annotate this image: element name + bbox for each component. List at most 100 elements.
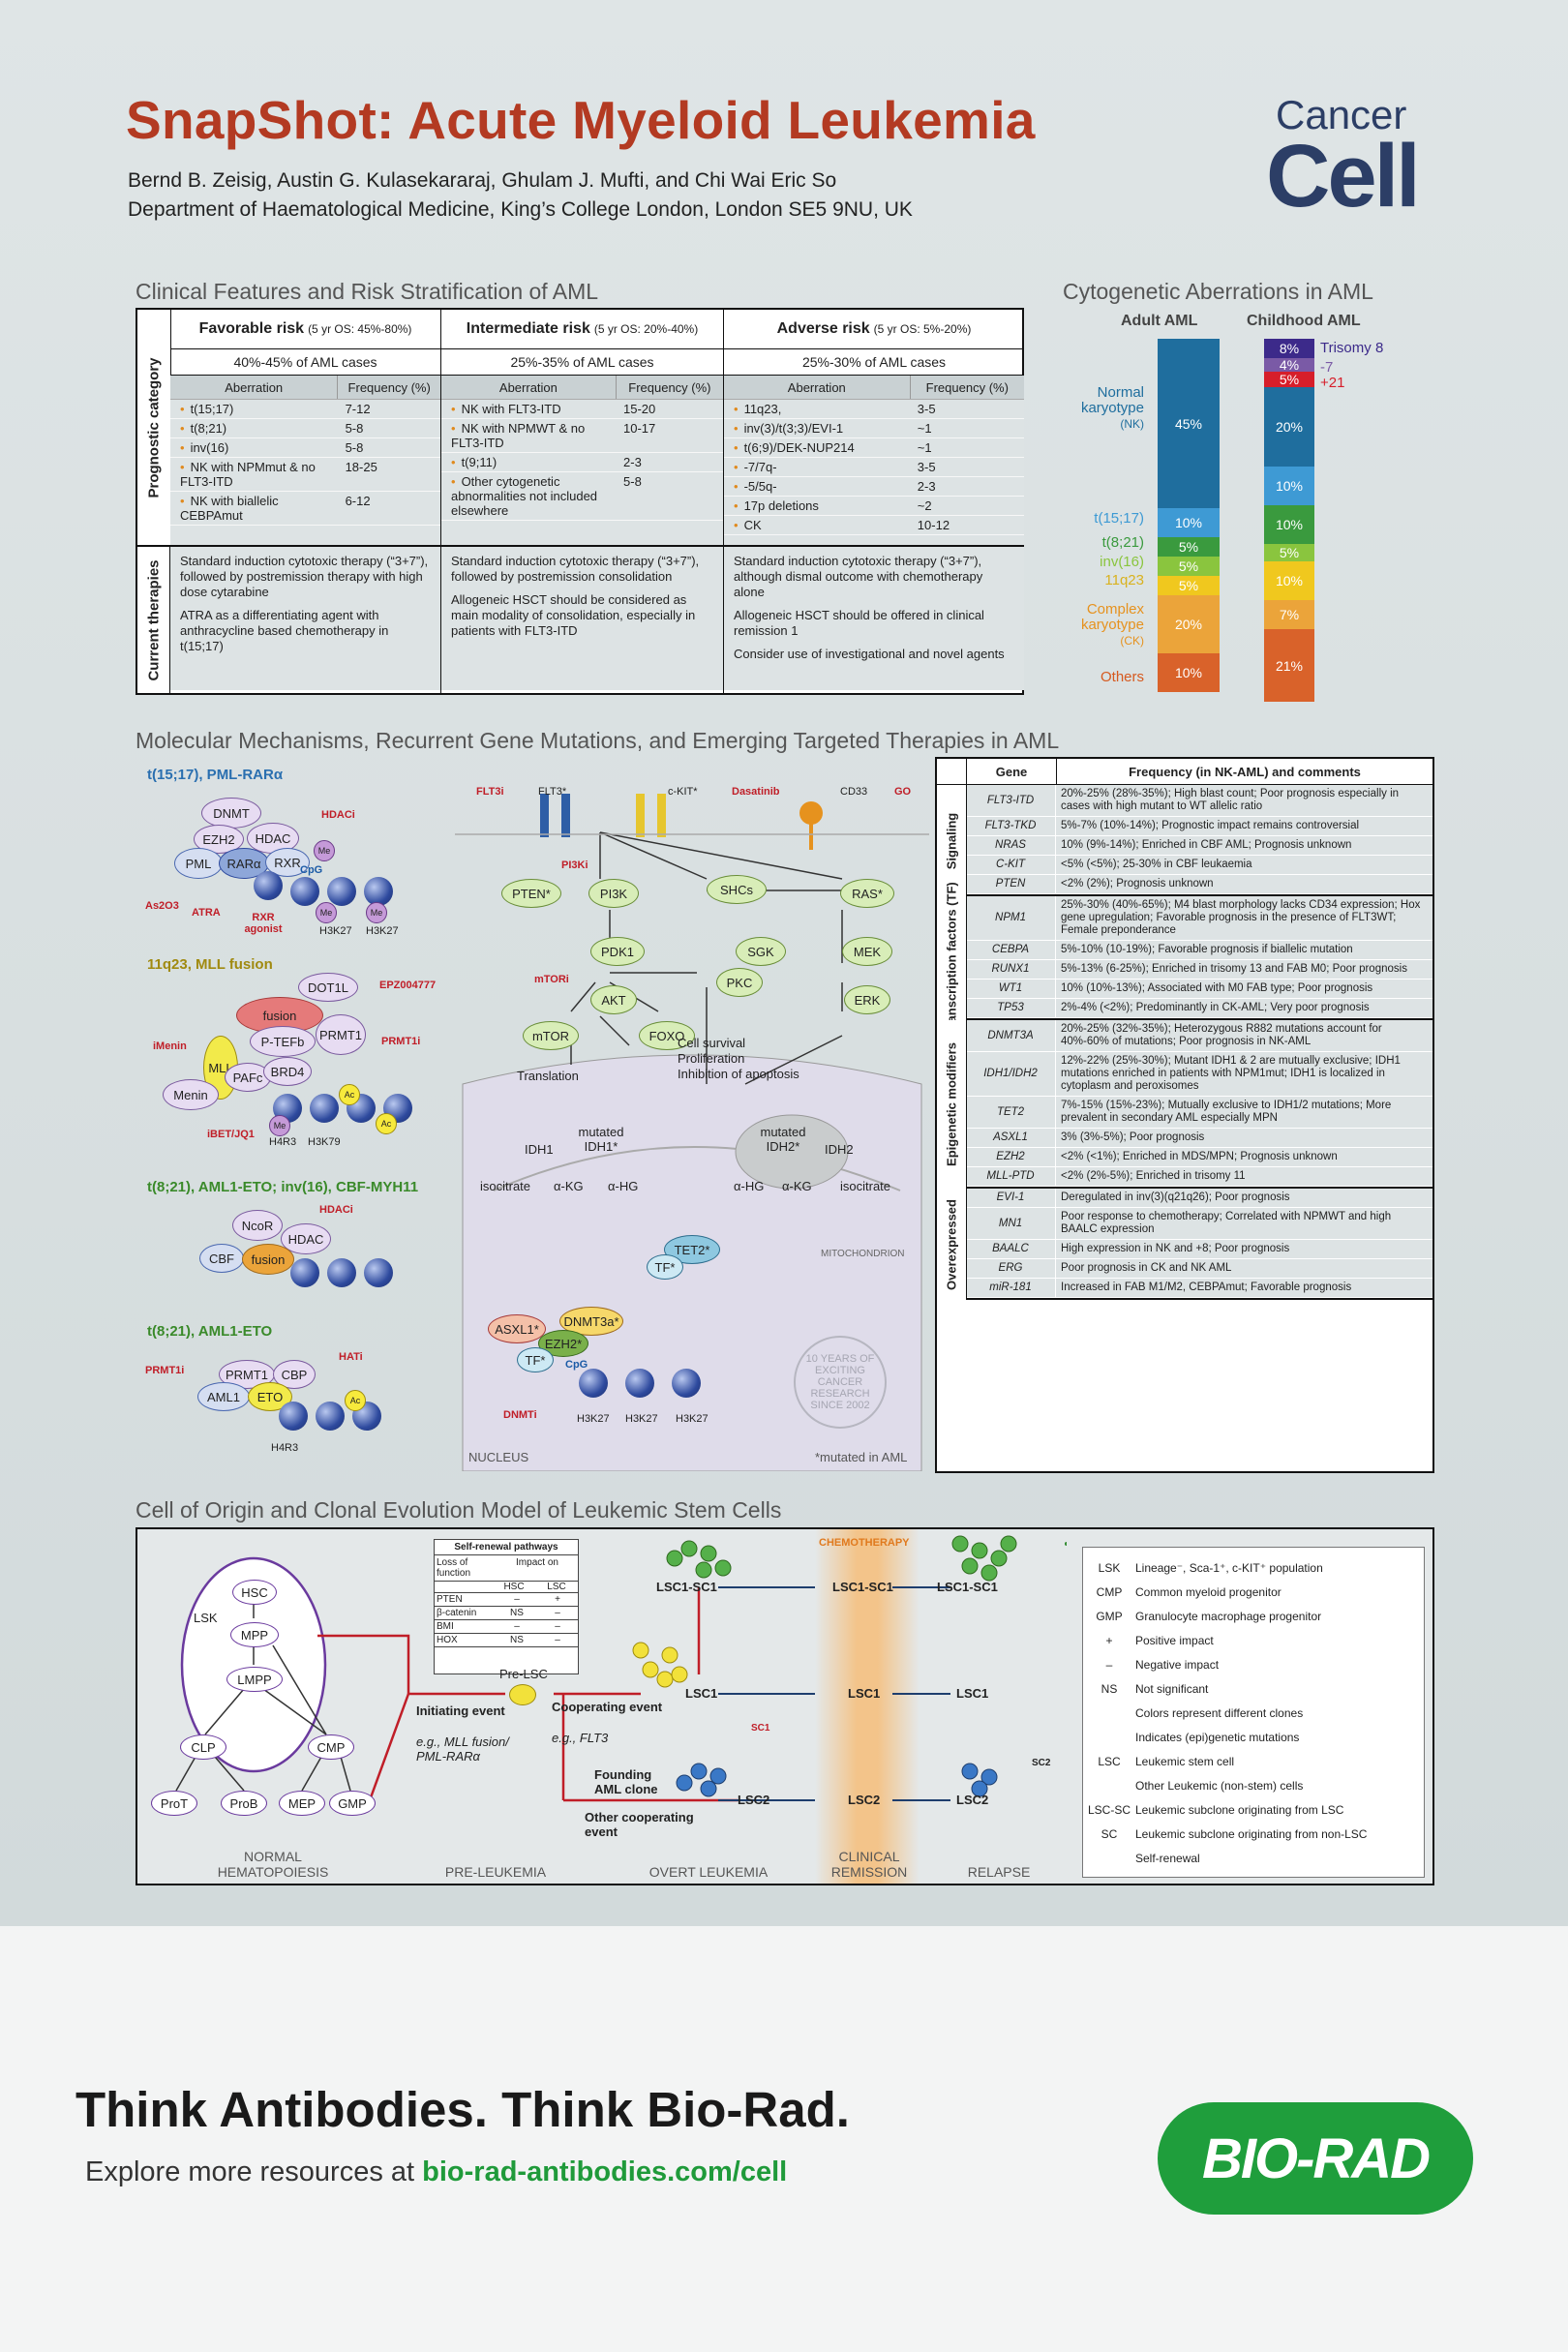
- alpha-kg-label: α-KG: [554, 1179, 584, 1193]
- lsc1-overt: LSC1: [685, 1686, 718, 1701]
- self-renewal-cell: –: [555, 1608, 560, 1618]
- legend-row: Self-renewal: [1083, 1846, 1424, 1870]
- gene-group-name: Transcription factors (TF): [944, 882, 959, 1035]
- cyto-label: inv(16): [1045, 555, 1144, 570]
- adult-bar-segment: 45%: [1158, 339, 1220, 508]
- aberration: Other cytogenetic abnormalities not incl…: [441, 474, 614, 518]
- cooperating-example: e.g., FLT3: [552, 1731, 609, 1745]
- gene-name: TET2: [966, 1097, 1056, 1128]
- alpha-hg-label: α-HG: [608, 1179, 639, 1193]
- aberration-row: -7/7q-3-5: [724, 458, 1024, 477]
- h3k27-label: H3K27: [676, 1413, 709, 1425]
- fusion-node: fusion: [236, 997, 323, 1034]
- gene-group-label: Overexpressed: [937, 1189, 967, 1300]
- risk-header: Favorable risk(5 yr OS: 45%-80%): [170, 310, 440, 349]
- risk-name: Favorable risk: [198, 320, 305, 337]
- aberration-row: inv(3)/t(3;3)/EVI-1~1: [724, 419, 1024, 438]
- cyto-label: t(8;21): [1045, 535, 1144, 551]
- nucleosome: [290, 877, 319, 906]
- gene-comment: <2% (2%-5%); Enriched in trisomy 11: [1061, 1170, 1246, 1182]
- frequency: 7-12: [345, 402, 371, 416]
- therapy-text: Consider use of investigational and nove…: [734, 647, 1005, 661]
- gene-comment: 5%-13% (6-25%); Enriched in trisomy 13 a…: [1061, 963, 1407, 975]
- department: Department of Haematological Medicine, K…: [128, 198, 913, 221]
- isocitrate-label: isocitrate: [480, 1179, 531, 1193]
- atra-label: ATRA: [192, 907, 221, 919]
- acetyl-mark: Ac: [376, 1113, 397, 1134]
- dnmt-node: DNMT: [201, 798, 261, 829]
- gene-name: C-KIT: [966, 856, 1056, 874]
- gene-name: WT1: [966, 980, 1056, 998]
- legend-key: LSC: [1098, 1754, 1121, 1768]
- nucleosome: [672, 1369, 701, 1398]
- cyto-label-text: 11q23: [1104, 572, 1144, 588]
- aberration-row: t(15;17)7-12: [170, 400, 440, 419]
- go-label: GO: [894, 786, 912, 798]
- risk-os: (5 yr OS: 20%-40%): [593, 322, 699, 336]
- nucleosome: [327, 877, 356, 906]
- legend-text: Not significant: [1135, 1681, 1209, 1696]
- therapy-text: Standard induction cytotoxic therapy (“3…: [180, 554, 429, 599]
- proliferation-label: Proliferation: [678, 1051, 745, 1066]
- cd33-label: CD33: [840, 786, 868, 798]
- frequency: ~1: [917, 440, 932, 455]
- mtori-label: mTORi: [534, 974, 569, 985]
- gene-name: MLL-PTD: [966, 1167, 1056, 1186]
- aberration-row: -5/5q-2-3: [724, 477, 1024, 497]
- gene-name: NPM1: [966, 896, 1056, 940]
- nucleosome: [254, 871, 283, 900]
- ad-link[interactable]: bio-rad-antibodies.com/cell: [422, 2156, 788, 2187]
- h4r3-label: H4R3: [269, 1136, 297, 1148]
- lsc2-relapse: LSC2: [956, 1793, 989, 1807]
- lsc1-sc1-overt: LSC1-SC1: [656, 1580, 717, 1594]
- prmt1-node: PRMT1: [316, 1014, 366, 1055]
- frequency: ~2: [917, 498, 932, 513]
- self-renewal-cell: +: [555, 1594, 560, 1605]
- gene-comment: <5% (<5%); 25-30% in CBF leukaemia: [1061, 859, 1252, 870]
- pdk1-node: PDK1: [590, 937, 645, 966]
- molecular-section-title: Molecular Mechanisms, Recurrent Gene Mut…: [136, 728, 1060, 753]
- aberration-row: t(9;11)2-3: [441, 453, 723, 472]
- lsc1-relapse: LSC1: [956, 1686, 989, 1701]
- adult-bar-segment: 20%: [1158, 595, 1220, 653]
- child-bar-segment: 5%: [1264, 372, 1314, 387]
- mutated-idh1-label: mutated IDH1*: [578, 1125, 624, 1154]
- adult-bar-segment: 10%: [1158, 653, 1220, 692]
- gene-comment: <2% (2%); Prognosis unknown: [1061, 878, 1214, 890]
- gene-name: BAALC: [966, 1240, 1056, 1258]
- inhibition-apoptosis-label: Inhibition of apoptosis: [678, 1067, 799, 1081]
- aberration-row: 17p deletions~2: [724, 497, 1024, 516]
- founding-clone-label: Founding AML clone: [594, 1767, 658, 1796]
- cell-survival-label: Cell survival: [678, 1036, 746, 1050]
- methyl-mark: Me: [366, 902, 387, 923]
- mep-node: MEP: [279, 1791, 325, 1816]
- risk-name: Intermediate risk: [466, 320, 590, 337]
- aberration-rows: 11q23,3-5inv(3)/t(3;3)/EVI-1~1t(6;9)/DEK…: [724, 400, 1024, 545]
- biorad-logo[interactable]: BIO-RAD: [1158, 2102, 1473, 2215]
- brd4-node: BRD4: [263, 1057, 312, 1086]
- ptefb-node: P-TEFb: [250, 1026, 316, 1057]
- child-bar-segment: 10%: [1264, 561, 1314, 600]
- child-extra-label: Trisomy 8: [1320, 340, 1384, 356]
- adult-aml-label: Adult AML: [1121, 313, 1198, 329]
- as2o3-label: As2O3: [145, 900, 179, 912]
- gene-name: ASXL1: [966, 1129, 1056, 1147]
- pkc-node: PKC: [716, 968, 763, 997]
- legend-row: –Negative impact: [1083, 1652, 1424, 1676]
- cooperating-event-label: Cooperating event: [552, 1700, 663, 1714]
- self-renewal-cell: PTEN: [437, 1594, 463, 1605]
- gene-comment: 2%-4% (<2%); Predominantly in CK-AML; Ve…: [1061, 1002, 1370, 1013]
- legend-text: Colors represent different clones: [1135, 1705, 1304, 1720]
- legend-row: Indicates (epi)genetic mutations: [1083, 1725, 1424, 1749]
- therapy-text: Allogeneic HSCT should be offered in cli…: [734, 608, 984, 638]
- cyto-label-sub: (NK): [1120, 417, 1144, 431]
